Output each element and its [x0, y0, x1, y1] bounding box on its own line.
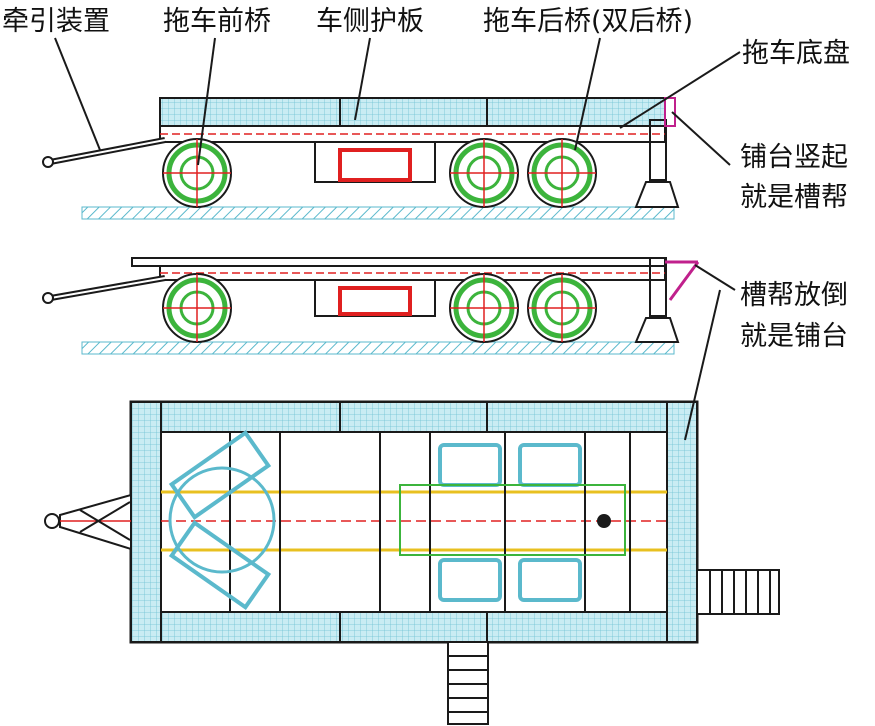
- side-view-raised: [42, 97, 680, 220]
- label-wall-lowered-1: 槽帮放倒: [740, 280, 848, 311]
- label-chassis: 拖车底盘: [742, 38, 850, 69]
- deck-outline: [129, 400, 699, 644]
- leader-deck-raised: [671, 111, 731, 166]
- leader-traction: [54, 37, 101, 151]
- rear-wheel-1: [449, 138, 519, 208]
- leader-wall-lowered-plan: [684, 289, 721, 441]
- front-wheel: [162, 273, 232, 343]
- plan-view: [44, 400, 780, 725]
- label-wall-lowered-2: 就是铺台: [740, 321, 848, 352]
- leader-chassis: [619, 51, 741, 129]
- rear-wheel-1: [449, 273, 519, 343]
- leader-side-panel: [354, 37, 371, 121]
- leader-lines: [54, 37, 741, 441]
- label-deck-raised-2: 就是槽帮: [740, 182, 848, 213]
- rear-wheel-2: [527, 273, 597, 343]
- label-traction-device: 牵引装置: [2, 6, 110, 37]
- label-deck-raised-1: 铺台竖起: [740, 142, 848, 173]
- label-side-panel: 车侧护板: [316, 6, 424, 37]
- ground-strip: [81, 206, 675, 220]
- ground-strip: [81, 341, 675, 355]
- front-wheel: [162, 138, 232, 208]
- label-rear-axle: 拖车后桥(双后桥): [483, 6, 693, 37]
- turntable: [168, 466, 276, 574]
- leader-front-axle: [197, 37, 216, 166]
- label-front-axle: 拖车前桥: [163, 6, 271, 37]
- rear-wheel-2: [527, 138, 597, 208]
- side-view-lowered: [42, 257, 700, 355]
- leader-rear-axle: [574, 37, 601, 151]
- side-wall: [159, 97, 666, 127]
- leader-wall-lowered: [694, 264, 736, 291]
